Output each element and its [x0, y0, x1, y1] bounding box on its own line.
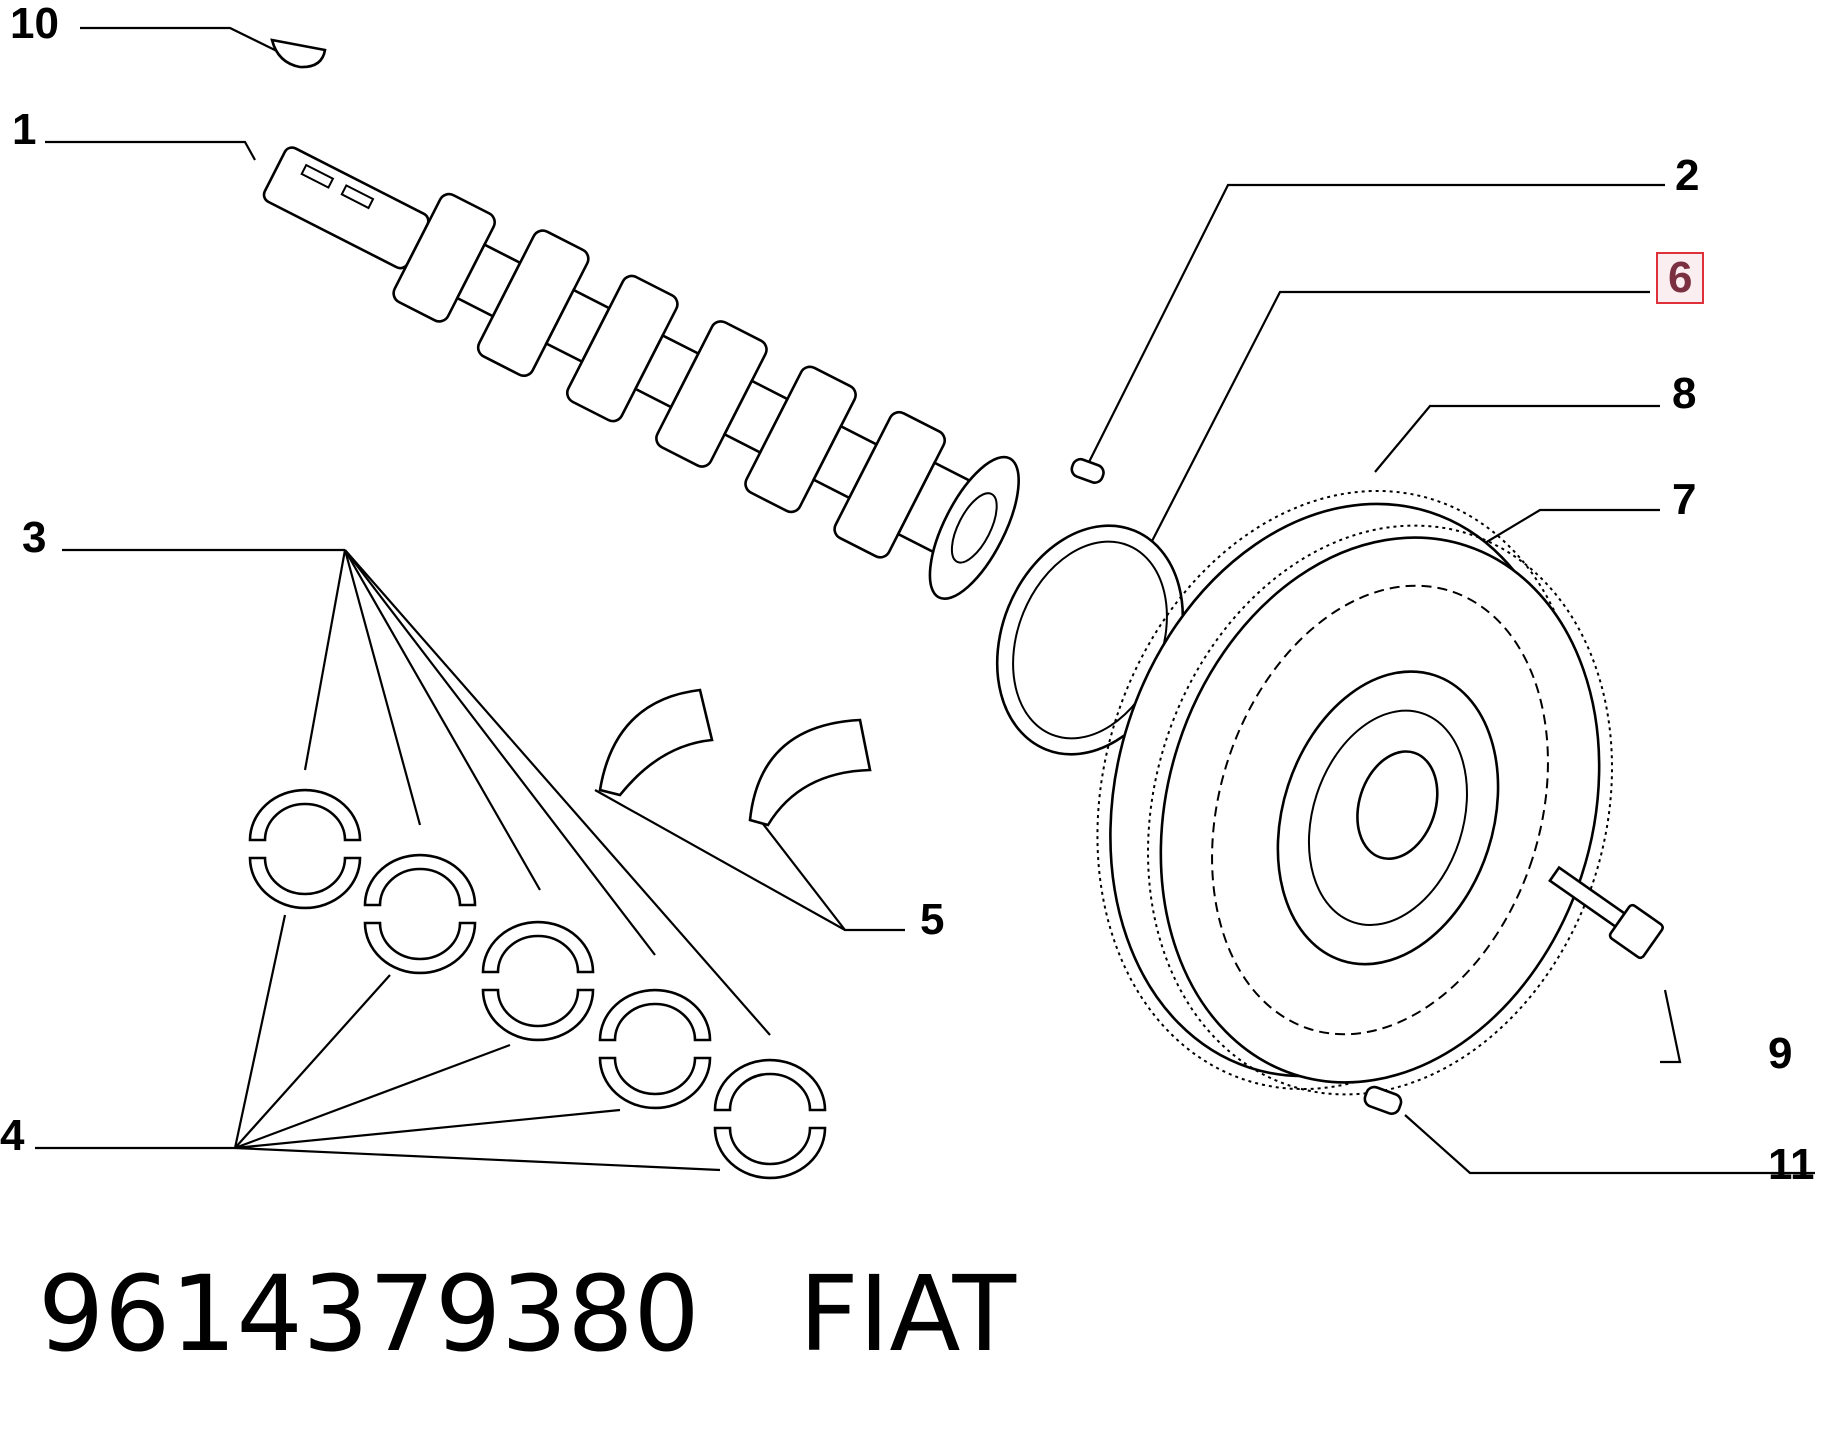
crankshaft — [262, 146, 1020, 601]
leader-1 — [45, 140, 256, 161]
leader-10 — [80, 26, 286, 56]
leader-6 — [1149, 290, 1650, 546]
leader-8 — [1374, 404, 1660, 473]
leader-2 — [1084, 183, 1665, 471]
flywheel-bolt — [1548, 865, 1664, 960]
brand-name: FIAT — [798, 1253, 1016, 1375]
caption-spacer — [700, 1253, 799, 1375]
leader-7 — [1469, 508, 1660, 553]
callout-1: 1 — [12, 105, 37, 154]
part-number: 9614379380 — [38, 1253, 700, 1375]
leader-3-fan — [303, 549, 771, 1036]
woodruff-key — [270, 38, 327, 69]
leader-9 — [1660, 989, 1682, 1064]
leader-11 — [1404, 1114, 1815, 1175]
callout-10: 10 — [10, 0, 59, 48]
main-bearing-shells — [248, 788, 827, 1180]
callout-11: 11 — [1768, 1140, 1815, 1189]
callout-2: 2 — [1675, 151, 1700, 200]
callout-7: 7 — [1672, 475, 1697, 524]
callout-3: 3 — [22, 513, 47, 562]
thrust-washers — [598, 688, 872, 827]
callout-8: 8 — [1672, 369, 1697, 418]
callout-4: 4 — [0, 1111, 25, 1160]
callout-9: 9 — [1768, 1029, 1793, 1078]
dowel — [1363, 1085, 1403, 1115]
callout-6-highlighted[interactable]: 6 — [1656, 252, 1705, 304]
part-caption: 9614379380 FIAT — [38, 1262, 1016, 1366]
leader-4-fan — [233, 914, 721, 1172]
callout-5: 5 — [920, 895, 945, 944]
leader-lines — [35, 26, 1815, 1175]
dowel-pin — [1070, 457, 1105, 484]
flywheel — [1147, 524, 1613, 1096]
